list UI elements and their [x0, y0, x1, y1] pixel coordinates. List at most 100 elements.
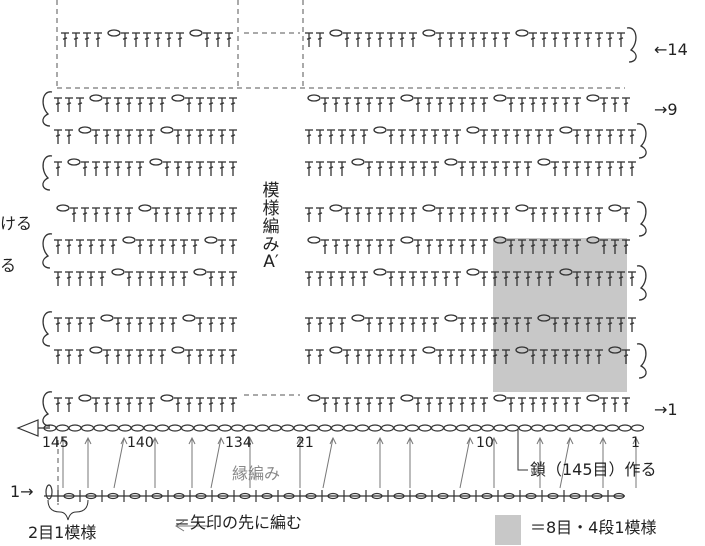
chain-stitch — [149, 158, 163, 166]
double-crochet-stitch — [480, 161, 488, 176]
foundation-chain-stitch — [130, 424, 145, 432]
foundation-chain-stitch — [230, 424, 245, 432]
double-crochet-stitch — [114, 349, 122, 364]
double-crochet-stitch — [196, 397, 204, 412]
double-crochet-stitch — [387, 317, 395, 332]
double-crochet-stitch — [573, 397, 581, 412]
double-crochet-stitch — [343, 349, 351, 364]
double-crochet-stitch — [54, 317, 62, 332]
double-crochet-stitch — [114, 397, 122, 412]
double-crochet-stitch — [551, 317, 559, 332]
double-crochet-stitch — [207, 129, 215, 144]
double-crochet-stitch — [103, 397, 111, 412]
double-crochet-stitch — [562, 349, 570, 364]
chain-stitch — [422, 346, 436, 354]
foundation-chain-stitch — [393, 424, 407, 432]
edge-chain — [173, 492, 185, 500]
double-crochet-stitch — [376, 161, 384, 176]
double-crochet-stitch — [354, 397, 362, 412]
double-crochet-stitch — [431, 271, 439, 286]
double-crochet-stitch — [207, 207, 215, 222]
double-crochet-stitch — [163, 207, 171, 222]
double-crochet-stitch — [628, 129, 636, 144]
foundation-chain-stitch — [268, 424, 282, 432]
double-crochet-stitch — [158, 239, 166, 254]
double-crochet-stitch — [595, 271, 603, 286]
double-crochet-stitch — [65, 349, 73, 364]
double-crochet-stitch — [158, 271, 166, 286]
double-crochet-stitch — [365, 397, 373, 412]
double-crochet-stitch — [551, 32, 559, 47]
chain-stitch — [329, 204, 343, 212]
chain-stitch — [78, 394, 92, 402]
double-crochet-stitch — [185, 161, 193, 176]
double-crochet-stitch — [507, 239, 515, 254]
foundation-chain-stitch — [143, 424, 157, 432]
start-arrow-icon — [16, 419, 39, 437]
double-crochet-stitch — [480, 207, 488, 222]
row-label-0: 1→ — [10, 482, 34, 501]
arrow-guide — [559, 436, 574, 489]
arrow-guide — [84, 436, 92, 488]
double-crochet-stitch — [125, 349, 133, 364]
edge-chain — [613, 492, 625, 500]
double-crochet-stitch — [398, 271, 406, 286]
double-crochet-stitch — [436, 32, 444, 47]
double-crochet-stitch — [76, 97, 84, 112]
double-crochet-stitch — [125, 97, 133, 112]
edge-chain — [63, 492, 75, 500]
double-crochet-stitch — [502, 207, 510, 222]
double-crochet-stitch — [65, 317, 73, 332]
double-crochet-stitch — [114, 129, 122, 144]
chain-stitch — [466, 126, 480, 134]
double-crochet-stitch — [185, 397, 193, 412]
chain-stitch — [493, 394, 507, 402]
double-crochet-stitch — [595, 349, 603, 364]
double-crochet-stitch — [136, 271, 144, 286]
double-crochet-stitch — [540, 207, 548, 222]
double-crochet-stitch — [338, 161, 346, 176]
double-crochet-stitch — [316, 271, 324, 286]
double-crochet-stitch — [207, 271, 215, 286]
chain-stitch — [56, 204, 70, 212]
chain-stitch — [160, 126, 174, 134]
chain-stitch — [608, 204, 622, 212]
foundation-chain-stitch — [105, 424, 120, 432]
double-crochet-stitch — [185, 129, 193, 144]
double-crochet-stitch — [469, 397, 477, 412]
double-crochet-stitch — [562, 207, 570, 222]
chain-stitch — [307, 394, 321, 402]
chain-stitch — [107, 29, 121, 37]
double-crochet-stitch — [165, 32, 173, 47]
double-crochet-stitch — [387, 349, 395, 364]
double-crochet-stitch — [491, 317, 499, 332]
double-crochet-stitch — [327, 129, 335, 144]
left-cut-text-2: る — [0, 256, 17, 275]
double-crochet-stitch — [491, 271, 499, 286]
chain-stitch — [329, 346, 343, 354]
double-crochet-stitch — [535, 129, 543, 144]
double-crochet-stitch — [529, 349, 537, 364]
double-crochet-stitch — [158, 97, 166, 112]
double-crochet-stitch — [229, 129, 237, 144]
double-crochet-stitch — [584, 349, 592, 364]
chain-stitch — [171, 346, 185, 354]
double-crochet-stitch — [332, 397, 340, 412]
double-crochet-stitch — [551, 349, 559, 364]
gray-legend-text: ＝8目・4段1模様 — [530, 518, 657, 537]
double-crochet-stitch — [305, 32, 313, 47]
arrow-guide — [536, 436, 544, 488]
edge-chain — [261, 492, 273, 500]
edge-chain — [547, 492, 559, 500]
double-crochet-stitch — [387, 129, 395, 144]
turning-chain — [42, 155, 53, 191]
double-crochet-stitch — [87, 239, 95, 254]
foundation-chain-stitch — [505, 424, 520, 432]
foundation-chain-stitch — [355, 424, 370, 432]
double-crochet-stitch — [365, 97, 373, 112]
double-crochet-stitch — [229, 161, 237, 176]
double-crochet-stitch — [431, 161, 439, 176]
double-crochet-stitch — [229, 317, 237, 332]
double-crochet-stitch — [338, 271, 346, 286]
double-crochet-stitch — [573, 239, 581, 254]
